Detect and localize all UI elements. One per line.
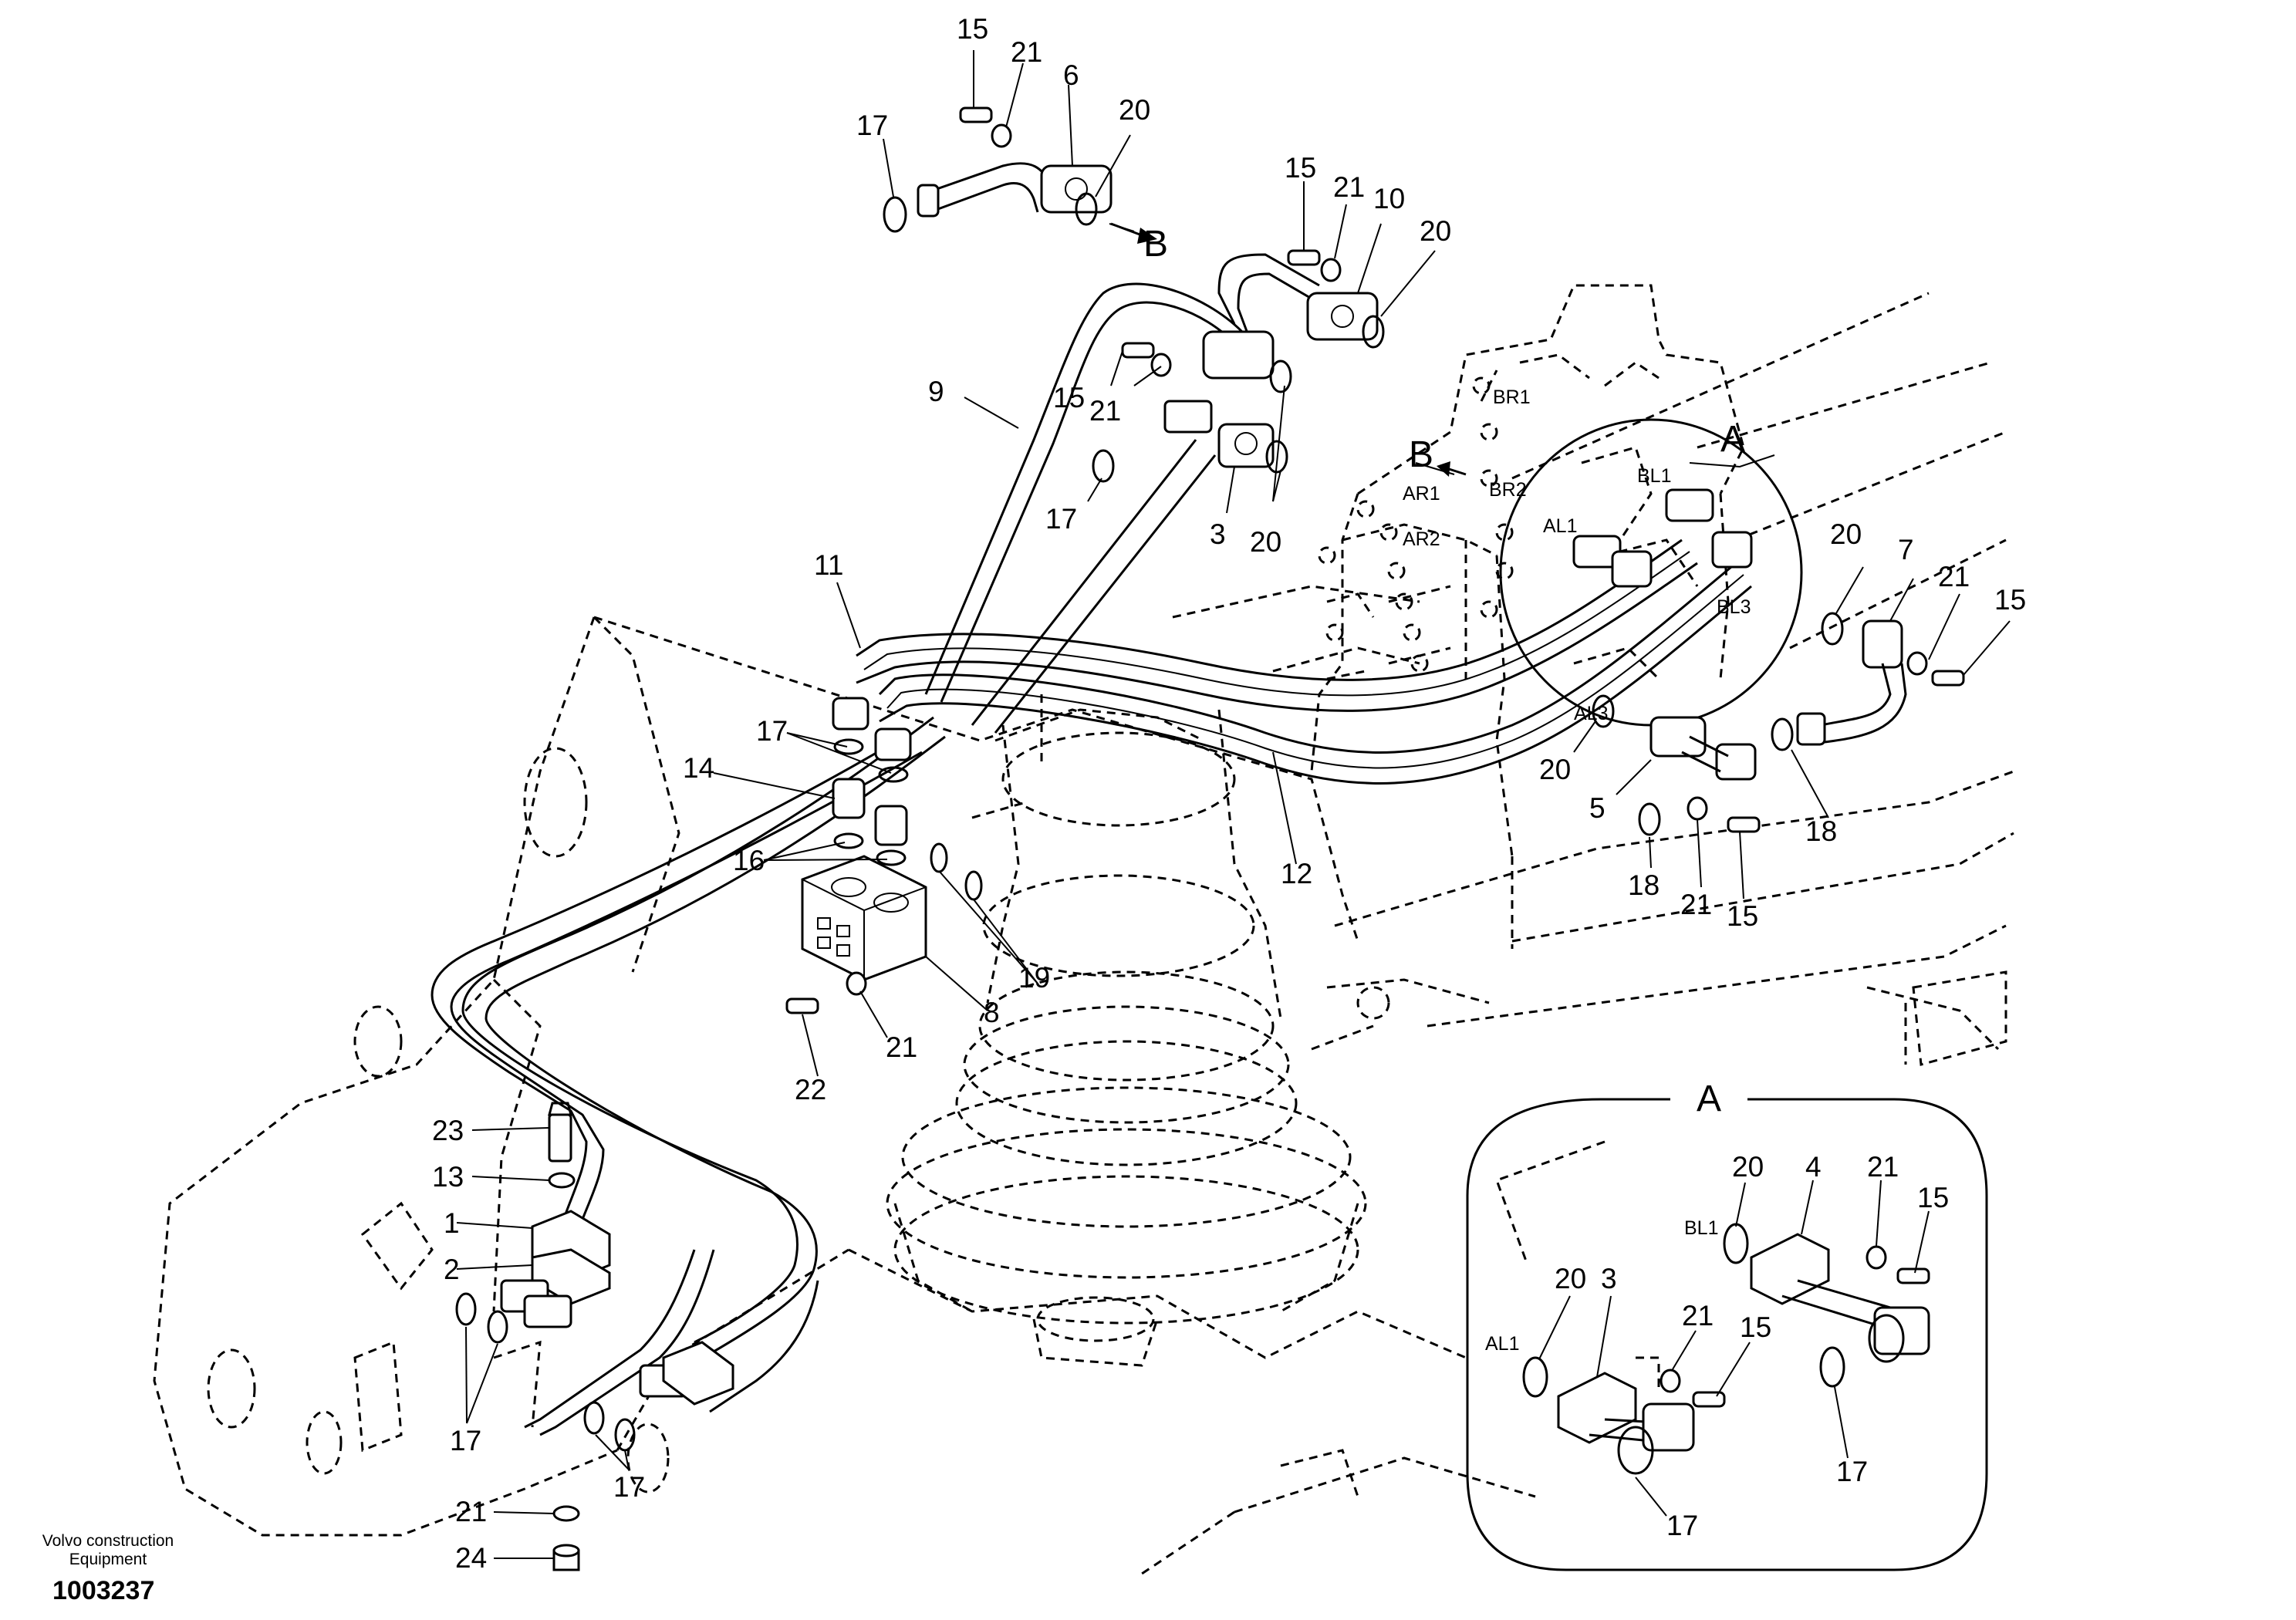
leader-lines <box>456 50 2011 1559</box>
label-21: 21 <box>1938 561 1970 592</box>
hoses-and-pipes <box>430 253 1752 1436</box>
label-24: 24 <box>455 1542 487 1574</box>
detail-label-20: 20 <box>1555 1263 1586 1294</box>
detail-label-15: 15 <box>1740 1311 1771 1343</box>
label-18: 18 <box>1805 815 1837 847</box>
label-17: 17 <box>756 715 788 747</box>
control-valve-outline <box>1310 284 1745 857</box>
part-labels: 15 21 6 17 20 B 15 21 10 20 15 21 9 17 3… <box>432 13 2026 1574</box>
swing-motor-outline <box>886 694 1390 1367</box>
detail-label-21: 21 <box>1682 1300 1714 1331</box>
label-b-arrow-2: B <box>1409 434 1433 475</box>
port-al3: AL3 <box>1574 703 1608 724</box>
label-23: 23 <box>432 1115 464 1146</box>
label-b-arrow-1: B <box>1143 224 1168 265</box>
label-9: 9 <box>928 376 944 407</box>
label-3: 3 <box>1210 518 1226 550</box>
label-15: 15 <box>1994 584 2026 616</box>
label-5: 5 <box>1589 792 1606 824</box>
label-13: 13 <box>432 1161 464 1193</box>
label-15: 15 <box>1053 382 1085 413</box>
port-ar1: AR1 <box>1403 483 1440 505</box>
label-15: 15 <box>957 13 988 45</box>
detail-label-17: 17 <box>1666 1510 1698 1541</box>
label-15: 15 <box>1727 900 1758 932</box>
machine-frame-outline <box>153 292 2014 1575</box>
company-name-line2: Equipment <box>69 1551 147 1568</box>
detail-label-4: 4 <box>1805 1151 1822 1183</box>
label-20: 20 <box>1250 526 1281 558</box>
port-bl1: BL1 <box>1637 465 1671 487</box>
label-21: 21 <box>455 1496 487 1527</box>
detail-port-al1: AL1 <box>1485 1333 1519 1355</box>
label-20: 20 <box>1119 94 1150 126</box>
detail-label-20: 20 <box>1732 1151 1764 1183</box>
arrows <box>1110 222 1467 477</box>
detail-label-3: 3 <box>1601 1263 1617 1294</box>
company-name-line1: Volvo construction <box>42 1532 174 1550</box>
fittings-and-parts <box>455 106 1965 1571</box>
label-19: 19 <box>1018 962 1050 994</box>
label-17: 17 <box>450 1425 481 1456</box>
port-al1: AL1 <box>1543 515 1577 537</box>
label-14: 14 <box>683 752 714 784</box>
label-21: 21 <box>886 1031 917 1063</box>
document-number: 1003237 <box>52 1576 154 1605</box>
label-21: 21 <box>1089 395 1121 427</box>
port-br1: BR1 <box>1493 386 1531 408</box>
port-ar2: AR2 <box>1403 528 1440 550</box>
footer: Volvo construction Equipment 1003237 <box>42 1532 174 1605</box>
label-21: 21 <box>1333 171 1365 203</box>
label-2: 2 <box>444 1254 460 1285</box>
port-br2: BR2 <box>1489 479 1527 501</box>
detail-a-inset: A 20 BL1 4 21 15 2 <box>1466 1078 1988 1571</box>
label-21: 21 <box>1011 36 1042 68</box>
label-11: 11 <box>814 549 843 581</box>
label-1: 1 <box>444 1207 460 1239</box>
label-16: 16 <box>733 845 765 876</box>
label-21: 21 <box>1680 889 1712 920</box>
port-bl3: BL3 <box>1717 596 1751 618</box>
label-12: 12 <box>1281 858 1312 889</box>
label-a-callout: A <box>1720 419 1745 460</box>
label-20: 20 <box>1830 518 1862 550</box>
label-22: 22 <box>795 1074 826 1105</box>
label-20: 20 <box>1539 754 1571 785</box>
detail-port-bl1: BL1 <box>1684 1217 1718 1239</box>
port-labels: BR1 BR2 AR1 AR2 BL1 AL1 BL3 AL3 <box>1403 386 1751 724</box>
label-20: 20 <box>1420 215 1451 247</box>
label-6: 6 <box>1063 59 1079 91</box>
label-10: 10 <box>1373 183 1405 214</box>
detail-label-17: 17 <box>1836 1456 1868 1487</box>
label-18: 18 <box>1628 869 1660 901</box>
detail-a-title: A <box>1697 1078 1721 1119</box>
label-17: 17 <box>856 110 888 141</box>
label-17: 17 <box>613 1471 645 1503</box>
label-17: 17 <box>1045 503 1077 535</box>
detail-label-21: 21 <box>1867 1151 1899 1183</box>
label-8: 8 <box>984 997 1000 1028</box>
detail-label-15: 15 <box>1917 1182 1949 1213</box>
label-7: 7 <box>1898 534 1914 565</box>
label-15: 15 <box>1285 152 1316 184</box>
